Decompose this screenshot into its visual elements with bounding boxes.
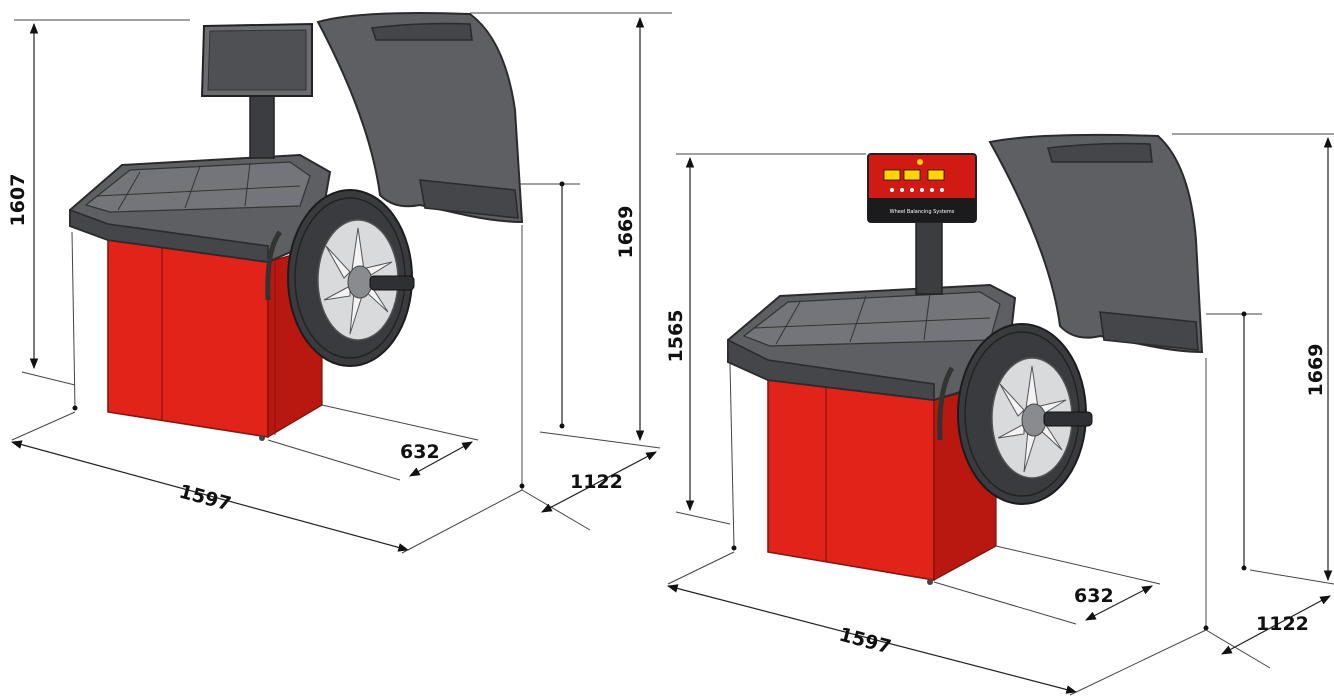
left-wheel-guard bbox=[316, 12, 524, 224]
left-dim-depth-long: 1122 bbox=[570, 471, 623, 493]
left-dim-depth-short: 632 bbox=[400, 441, 440, 463]
right-dim-width: 1597 bbox=[837, 624, 894, 659]
right-wheel-balancer: Wheel Balancing Systems bbox=[727, 133, 1204, 585]
left-dimensions: 1607 1669 1597 632 1122 bbox=[7, 12, 672, 554]
right-dim-depth-long: 1122 bbox=[1256, 613, 1309, 635]
right-dim-height-total: 1669 bbox=[1305, 344, 1327, 397]
display-caption: Wheel Balancing Systems bbox=[890, 209, 955, 215]
left-dim-height-body: 1607 bbox=[7, 174, 29, 227]
left-wheel bbox=[287, 189, 415, 367]
right-wheel bbox=[957, 323, 1093, 505]
right-display-panel: Wheel Balancing Systems bbox=[867, 153, 977, 295]
right-dim-height-body: 1565 bbox=[665, 310, 687, 363]
left-dim-height-total: 1669 bbox=[615, 206, 637, 259]
left-cabinet bbox=[107, 239, 323, 441]
right-wheel-guard bbox=[988, 133, 1204, 354]
left-dim-width: 1597 bbox=[177, 481, 234, 516]
left-monitor bbox=[200, 22, 313, 159]
left-wheel-balancer bbox=[69, 12, 524, 441]
right-dim-depth-short: 632 bbox=[1074, 585, 1114, 607]
